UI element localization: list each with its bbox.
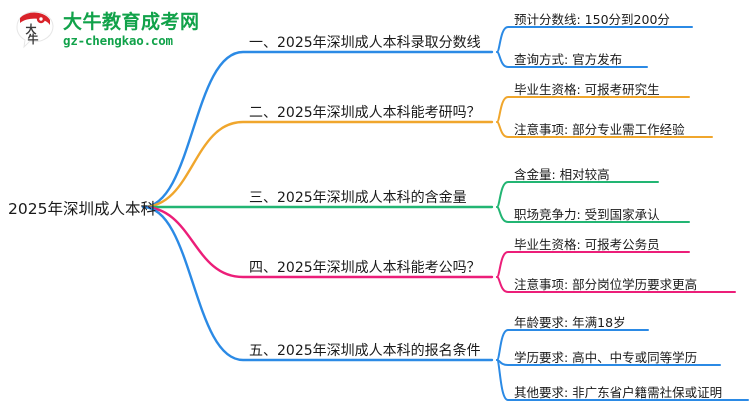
mindmap-subnode-3-1[interactable]: 含金量: 相对较高 bbox=[514, 167, 610, 182]
logo-text-block: 大牛教育成考网 gz-chengkao.com bbox=[63, 10, 200, 48]
mindmap-subnode-5-1[interactable]: 年龄要求: 年满18岁 bbox=[514, 315, 626, 330]
svg-text:牛: 牛 bbox=[28, 32, 39, 46]
mindmap-branch-4[interactable]: 四、2025年深圳成人本科能考公吗？ bbox=[249, 260, 481, 276]
logo-subtitle: gz-chengkao.com bbox=[63, 32, 173, 48]
mindmap-subnode-1-2[interactable]: 查询方式: 官方发布 bbox=[514, 52, 623, 67]
logo-emblem-icon: 大 牛 bbox=[14, 10, 56, 50]
mindmap-subnode-5-2[interactable]: 学历要求: 高中、中专或同等学历 bbox=[514, 350, 698, 365]
mindmap-branch-2[interactable]: 二、2025年深圳成人本科能考研吗？ bbox=[249, 105, 481, 121]
svg-text:大: 大 bbox=[26, 22, 37, 36]
mindmap-root-node[interactable]: 2025年深圳成人本科 bbox=[8, 200, 156, 218]
mindmap-subnode-2-2[interactable]: 注意事项: 部分专业需工作经验 bbox=[514, 122, 685, 137]
mindmap-subnode-4-1[interactable]: 毕业生资格: 可报考公务员 bbox=[514, 237, 660, 252]
mindmap-subnode-3-2[interactable]: 职场竞争力: 受到国家承认 bbox=[514, 207, 660, 222]
logo-title: 大牛教育成考网 bbox=[63, 10, 200, 33]
mindmap-subnode-5-3[interactable]: 其他要求: 非广东省户籍需社保或证明 bbox=[514, 385, 723, 400]
mindmap-subnode-4-2[interactable]: 注意事项: 部分岗位学历要求更高 bbox=[514, 277, 698, 292]
site-logo: 大 牛 大牛教育成考网 gz-chengkao.com bbox=[14, 10, 200, 50]
mindmap-branch-3[interactable]: 三、2025年深圳成人本科的含金量 bbox=[249, 190, 467, 206]
mindmap-subnode-2-1[interactable]: 毕业生资格: 可报考研究生 bbox=[514, 82, 660, 97]
mindmap-branch-5[interactable]: 五、2025年深圳成人本科的报名条件 bbox=[249, 343, 481, 359]
mindmap-subnode-1-1[interactable]: 预计分数线: 150分到200分 bbox=[514, 12, 670, 27]
mindmap-branch-1[interactable]: 一、2025年深圳成人本科录取分数线 bbox=[249, 35, 481, 51]
